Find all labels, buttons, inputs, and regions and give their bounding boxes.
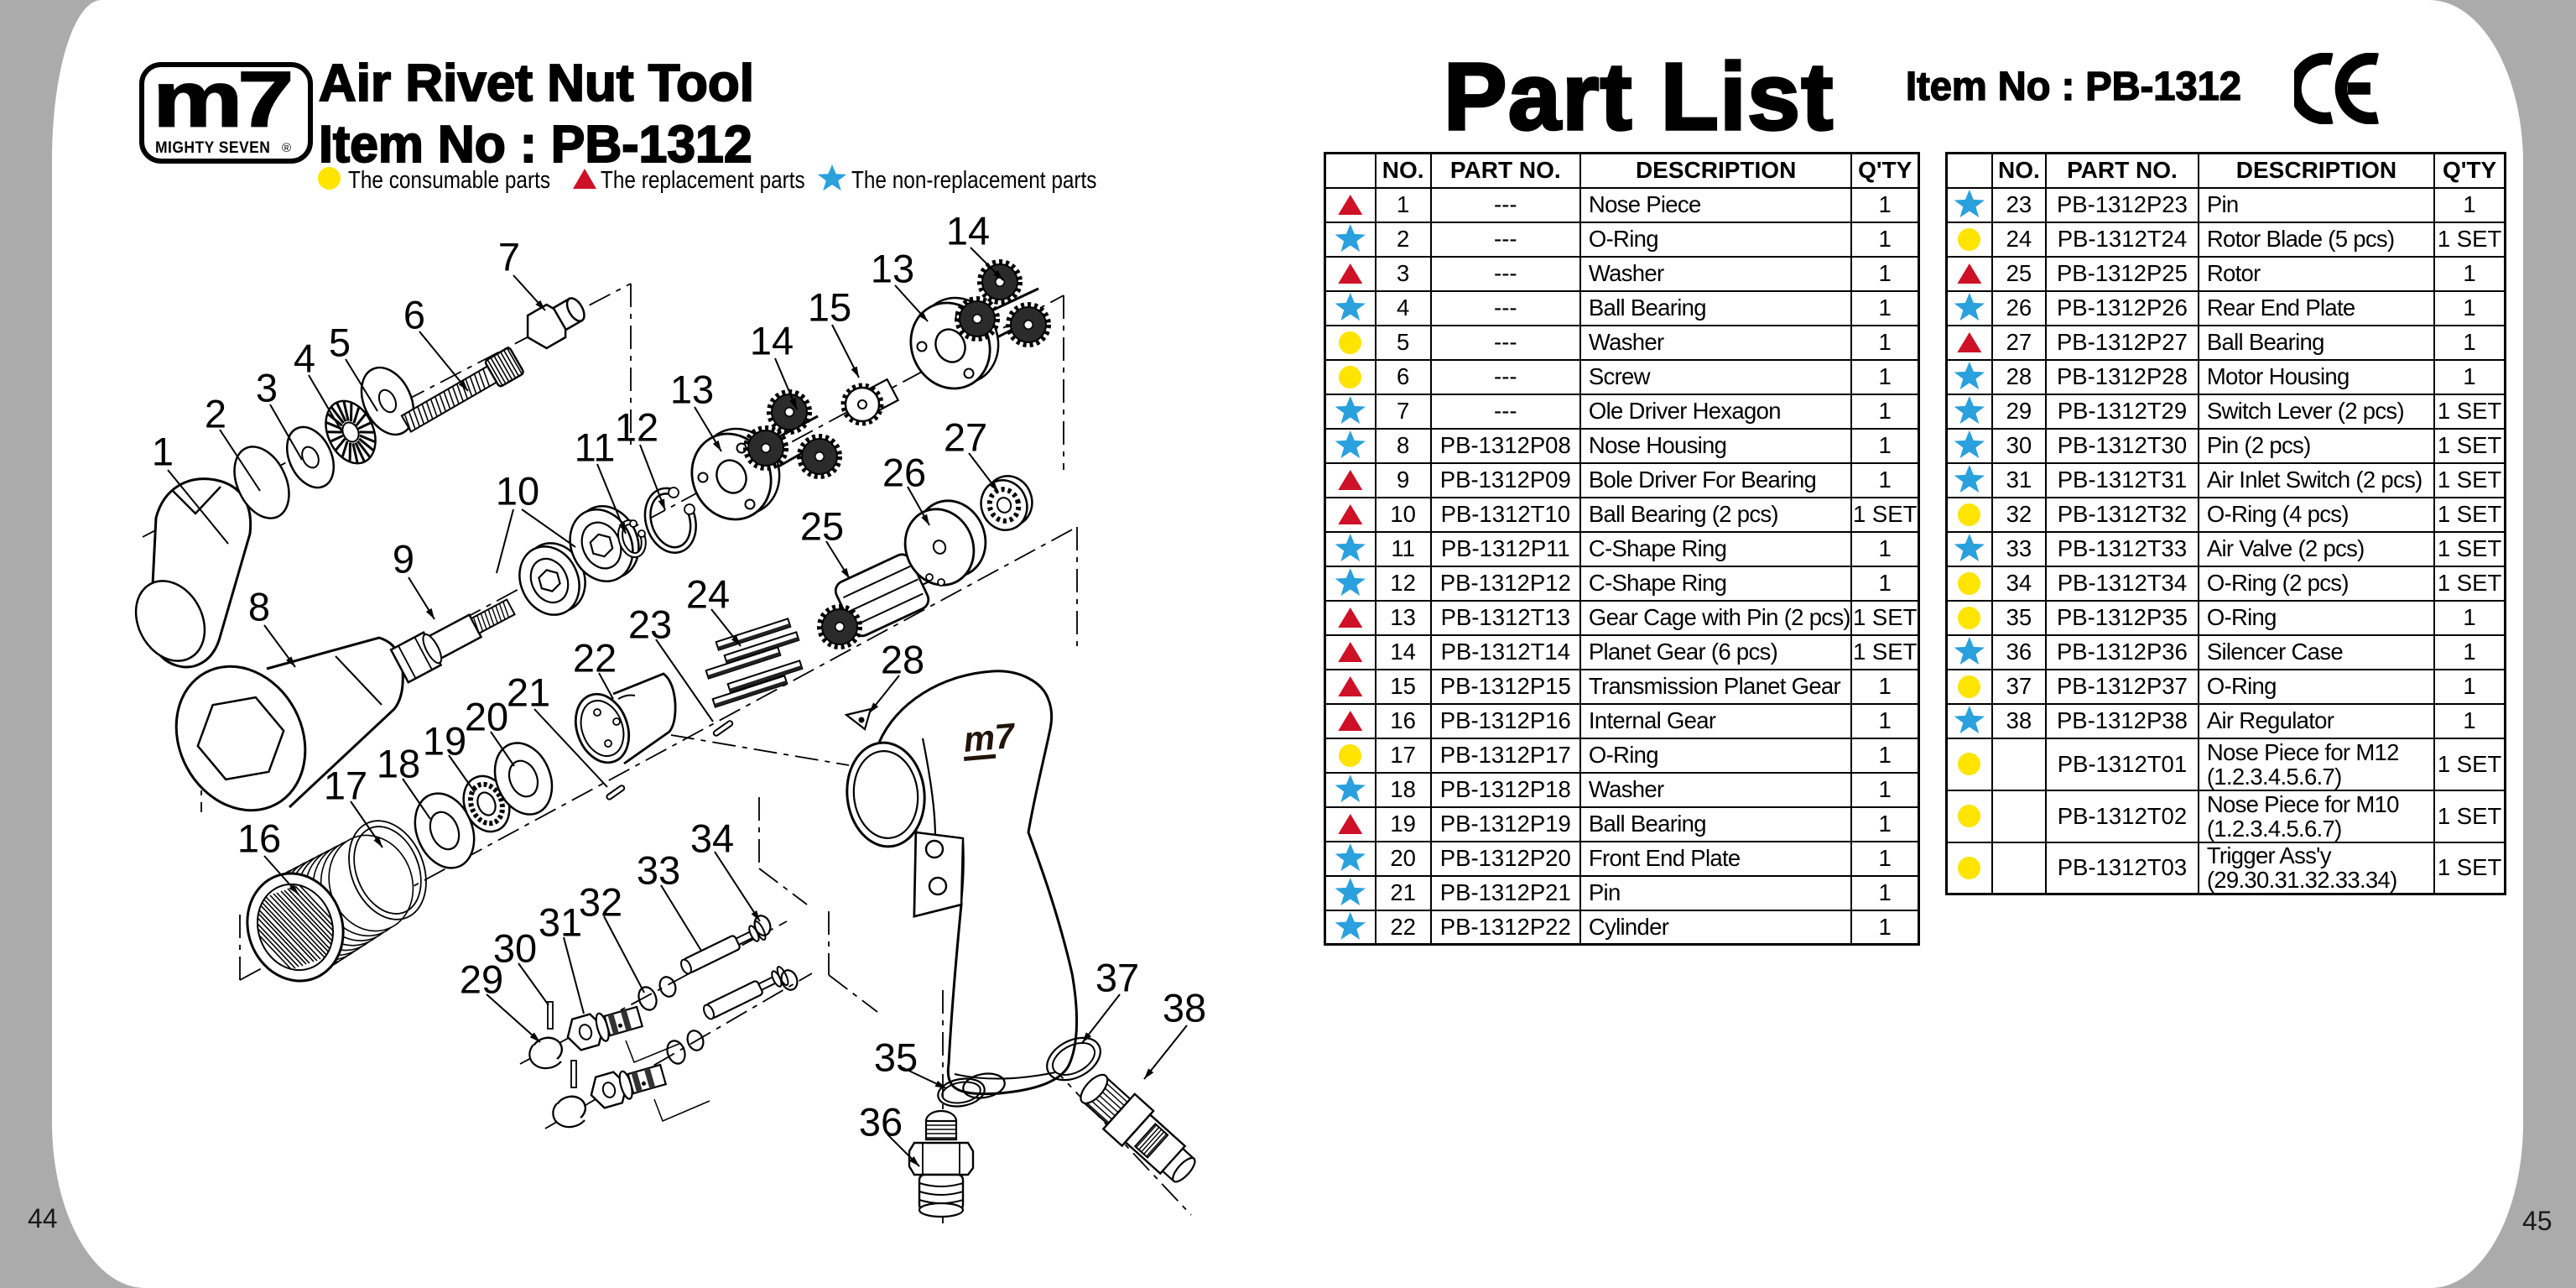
svg-text:6: 6 — [403, 293, 425, 337]
svg-text:18: 18 — [377, 742, 420, 786]
svg-text:25: 25 — [800, 504, 844, 549]
svg-text:31: 31 — [539, 900, 582, 945]
svg-text:19: 19 — [423, 719, 466, 764]
svg-text:35: 35 — [874, 1035, 918, 1080]
svg-text:5: 5 — [329, 321, 351, 365]
svg-text:38: 38 — [1163, 986, 1206, 1030]
svg-text:24: 24 — [686, 572, 730, 617]
svg-text:36: 36 — [859, 1100, 903, 1145]
svg-text:16: 16 — [237, 816, 281, 861]
svg-text:13: 13 — [670, 368, 714, 412]
svg-text:12: 12 — [615, 405, 658, 450]
svg-text:15: 15 — [808, 285, 851, 330]
svg-text:14: 14 — [750, 319, 794, 363]
svg-text:23: 23 — [628, 602, 672, 647]
svg-text:7: 7 — [498, 235, 520, 279]
svg-text:20: 20 — [465, 695, 508, 739]
svg-text:1: 1 — [152, 430, 174, 474]
svg-text:26: 26 — [882, 451, 926, 495]
svg-text:10: 10 — [496, 469, 539, 514]
svg-text:13: 13 — [871, 247, 914, 291]
svg-text:30: 30 — [493, 926, 537, 971]
svg-text:14: 14 — [946, 209, 990, 253]
svg-text:34: 34 — [690, 816, 734, 861]
svg-text:2: 2 — [205, 392, 226, 436]
svg-text:37: 37 — [1095, 956, 1139, 1000]
svg-text:33: 33 — [637, 848, 680, 893]
svg-text:22: 22 — [573, 636, 617, 681]
svg-text:21: 21 — [507, 670, 550, 715]
svg-text:32: 32 — [579, 880, 622, 925]
svg-text:29: 29 — [460, 957, 503, 1002]
svg-text:17: 17 — [324, 764, 367, 808]
svg-text:4: 4 — [294, 336, 315, 381]
svg-text:11: 11 — [575, 425, 616, 470]
svg-text:8: 8 — [248, 585, 270, 629]
svg-text:m7: m7 — [962, 716, 1017, 759]
svg-text:28: 28 — [881, 638, 924, 682]
svg-text:3: 3 — [256, 366, 278, 410]
svg-text:27: 27 — [944, 415, 987, 460]
svg-text:9: 9 — [393, 537, 414, 581]
